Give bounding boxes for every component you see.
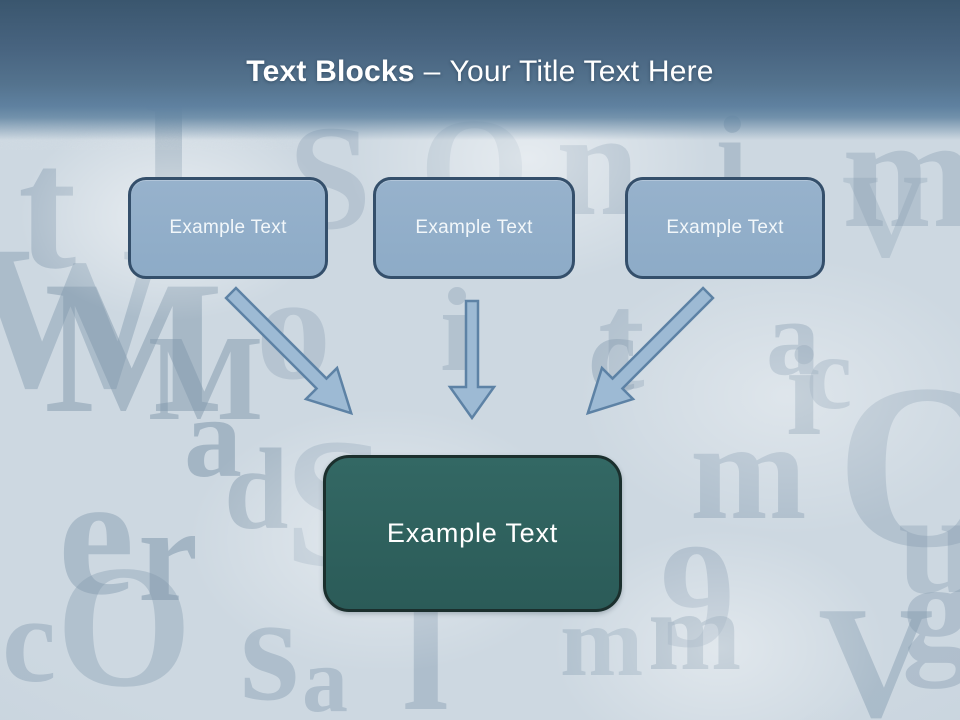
title-dash: – [423, 55, 441, 88]
source-box-2[interactable]: Example Text [373, 177, 575, 279]
arrow-down-icon[interactable] [447, 299, 497, 421]
slide-title[interactable]: Text Blocks–Your Title Text Here [0, 55, 960, 89]
title-bold-text: Text Blocks [246, 55, 415, 88]
header-band [0, 0, 960, 140]
title-regular-text: Your Title Text Here [449, 55, 714, 88]
source-box-3-label: Example Text [666, 217, 784, 238]
target-box-label: Example Text [386, 518, 559, 548]
arrow-down-left-icon[interactable] [572, 277, 723, 428]
source-box-3[interactable]: Example Text [625, 177, 825, 279]
source-box-1-label: Example Text [169, 217, 287, 238]
target-box[interactable]: Example Text [323, 455, 622, 612]
arrow-down-right-icon[interactable] [215, 277, 366, 428]
source-box-2-label: Example Text [415, 217, 533, 238]
source-box-1[interactable]: Example Text [128, 177, 328, 279]
